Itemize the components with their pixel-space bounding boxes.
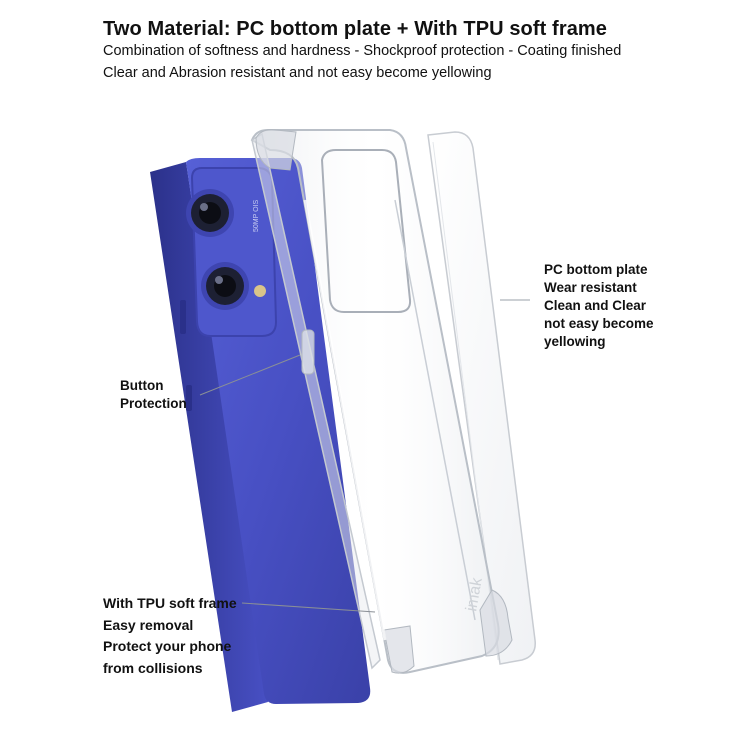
headline: Two Material: PC bottom plate + With TPU…: [103, 18, 608, 40]
callout-line: yellowing: [544, 334, 606, 349]
tpu-case: imak: [250, 129, 513, 674]
subtitle-line-1: Combination of softness and hardness - S…: [103, 43, 622, 59]
camera-lens-top: [186, 189, 234, 237]
button-protection-callout: Button Protection: [120, 377, 187, 413]
callout-line: Protect your phone: [103, 638, 232, 654]
callout-line: from collisions: [103, 659, 203, 676]
phone-body: 50MP OIS: [150, 158, 371, 712]
button-leader-line: [199, 354, 301, 396]
callout-line: With TPU soft frame: [103, 595, 237, 611]
callout-line: Button: [120, 378, 164, 393]
subtitle-line-2: Clear and Abrasion resistant and not eas…: [103, 65, 492, 81]
callout-line: Clean and Clear: [544, 298, 647, 313]
camera-text: 50MP OIS: [253, 200, 260, 232]
callout-line: Protection: [120, 396, 187, 411]
callout-line: not easy become: [544, 316, 654, 331]
camera-lens-bottom: [201, 262, 249, 310]
case-brand: imak: [463, 575, 486, 612]
callout-line: Wear resistant: [544, 280, 637, 295]
tpu-frame-callout: With TPU soft frame Easy removal Protect…: [103, 593, 237, 679]
pc-plate-callout: PC bottom plate Wear resistant Clean and…: [544, 261, 654, 351]
callout-line: PC bottom plate: [544, 262, 648, 277]
callout-line: Easy removal: [103, 616, 194, 633]
tpu-leader-line: [241, 602, 376, 613]
flash-icon: [254, 285, 266, 297]
